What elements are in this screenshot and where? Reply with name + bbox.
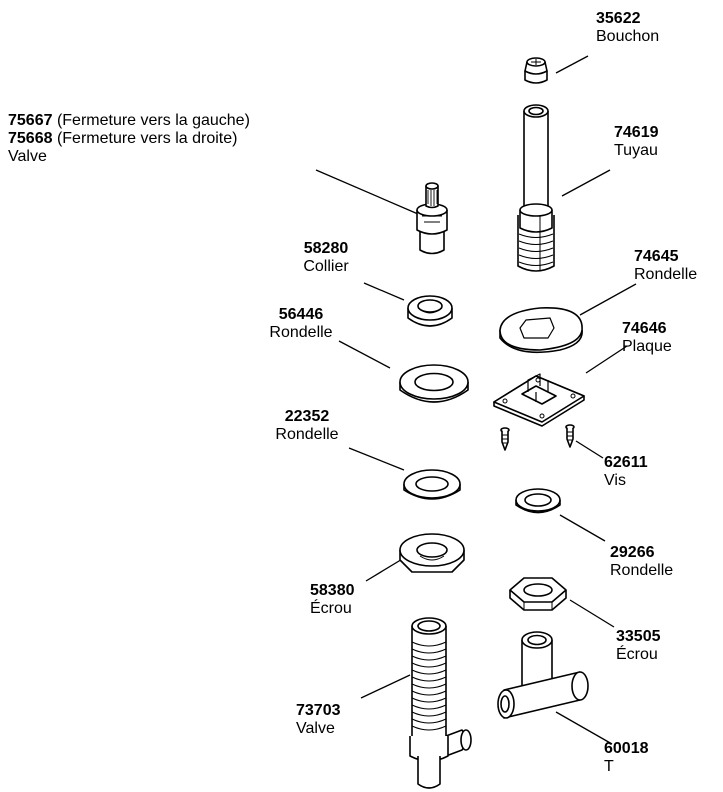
ecrou-58380-part	[399, 533, 465, 573]
part-number: 58380	[310, 582, 355, 599]
part-number-right: 75668	[8, 130, 53, 147]
leader-lines	[315, 55, 637, 745]
part-name: Rondelle	[275, 426, 339, 443]
part-name: Rondelle	[634, 266, 698, 283]
collier-part	[407, 295, 453, 327]
part-name: Collier	[303, 258, 349, 275]
part-number: 74645	[634, 248, 679, 265]
plaque-part	[493, 373, 585, 427]
part-number: 29266	[610, 544, 655, 561]
note-right: (Fermeture vers la droite)	[52, 130, 238, 147]
part-number: 58280	[303, 240, 349, 257]
label-ecrou-33505: 33505 Écrou	[616, 628, 661, 664]
part-name: Valve	[296, 720, 335, 737]
part-name: Bouchon	[596, 28, 660, 45]
rondelle-22352-part	[403, 469, 461, 500]
part-name: Écrou	[310, 600, 352, 617]
rondelle-74645-part	[499, 307, 583, 354]
part-number: 22352	[284, 408, 330, 425]
ecrou-33505-part	[509, 577, 567, 611]
label-valve-bottom: 73703 Valve	[296, 702, 341, 738]
part-number: 56446	[278, 306, 324, 323]
part-name: Écrou	[616, 646, 658, 663]
label-rondelle-29266: 29266 Rondelle	[610, 544, 673, 580]
part-number: 74619	[614, 124, 659, 141]
valve-bottom-part	[409, 617, 472, 789]
part-name: Valve	[8, 148, 47, 165]
part-number-left: 75667	[8, 112, 53, 129]
vis-parts	[500, 424, 575, 451]
note-left: (Fermeture vers la gauche)	[52, 112, 250, 129]
label-rondelle-22352: 22352 Rondelle	[262, 408, 352, 444]
label-plaque: 74646 Plaque	[622, 320, 672, 356]
part-name: Plaque	[622, 338, 672, 355]
part-name: Tuyau	[614, 142, 658, 159]
part-name: T	[604, 758, 614, 775]
label-rondelle-56446: 56446 Rondelle	[256, 306, 346, 342]
label-rondelle-74645: 74645 Rondelle	[634, 248, 697, 284]
part-number: 62611	[604, 454, 648, 471]
tuyau-part	[517, 104, 555, 272]
part-number: 33505	[616, 628, 661, 645]
rondelle-56446-part	[399, 364, 469, 403]
label-collier: 58280 Collier	[290, 240, 362, 276]
te-part	[497, 631, 589, 719]
part-name: Rondelle	[610, 562, 674, 579]
label-valve-cartridge: 75667 (Fermeture vers la gauche) 75668 (…	[8, 112, 250, 166]
label-bouchon: 35622 Bouchon	[596, 10, 659, 46]
bouchon-part	[524, 57, 548, 84]
part-number: 60018	[604, 740, 649, 757]
part-name: Vis	[604, 472, 626, 489]
part-number: 74646	[622, 320, 667, 337]
rondelle-29266-part	[515, 488, 561, 514]
label-tuyau: 74619 Tuyau	[614, 124, 659, 160]
part-number: 35622	[596, 10, 641, 27]
label-ecrou-58380: 58380 Écrou	[310, 582, 355, 618]
label-vis: 62611 Vis	[604, 454, 648, 490]
part-name: Rondelle	[269, 324, 333, 341]
label-te: 60018 T	[604, 740, 649, 776]
part-number: 73703	[296, 702, 341, 719]
valve-cartridge-part	[416, 182, 448, 255]
